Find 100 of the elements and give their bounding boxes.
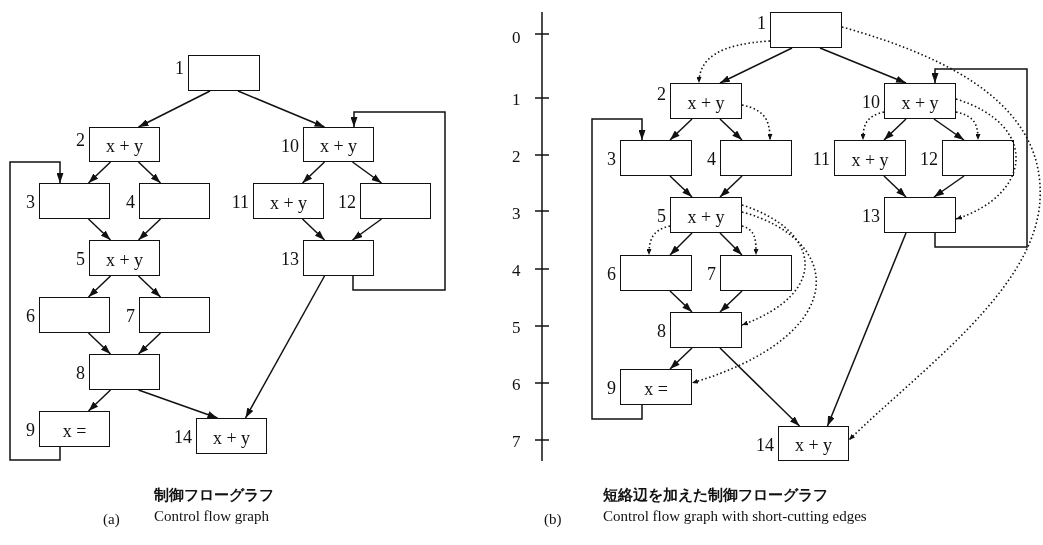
node-number: 7	[126, 306, 135, 326]
node-number: 9	[26, 420, 35, 440]
arrow	[669, 175, 693, 198]
panel-label: (a)	[103, 511, 120, 528]
arrow	[351, 161, 383, 184]
expression-text: x + y	[212, 427, 251, 449]
expression-text: x + y	[687, 206, 725, 228]
arrow	[301, 218, 326, 241]
node-number: 3	[26, 192, 35, 212]
node-number: 11	[812, 149, 830, 169]
arrow	[719, 347, 801, 427]
expression-text: x + y	[794, 435, 833, 456]
axis-label: 7	[512, 432, 521, 452]
axis-label: 3	[512, 204, 521, 224]
expression-text: x + y	[319, 136, 358, 157]
arrow	[826, 232, 907, 427]
arrow	[719, 175, 743, 198]
dotted-arrow	[741, 225, 759, 256]
arrow	[87, 389, 112, 412]
caption-japanese: 制御フローグラフ	[154, 486, 274, 505]
node-number: 11	[231, 192, 249, 212]
dotted-arrow	[955, 111, 981, 141]
dotted-arrow	[860, 111, 885, 141]
arrow	[87, 161, 112, 184]
node-number: 14	[174, 427, 192, 447]
arrow	[883, 175, 907, 198]
node-number: 5	[657, 206, 666, 226]
expression-text: x + y	[105, 136, 144, 157]
node-number: 2	[657, 84, 666, 104]
dotted-arrow	[741, 104, 773, 141]
axis-label: 0	[512, 28, 521, 48]
expression-text: x + y	[687, 92, 725, 114]
arrow	[591, 118, 646, 420]
node-number: 8	[76, 363, 85, 383]
arrow	[301, 161, 326, 184]
caption-english: Control flow graph	[154, 508, 269, 525]
node-number: 6	[26, 306, 35, 326]
arrow	[237, 90, 326, 128]
node-number: 9	[607, 378, 616, 398]
dotted-arrow	[741, 204, 806, 326]
arrow	[9, 161, 64, 461]
arrow	[137, 90, 211, 128]
node-number: 5	[76, 249, 85, 269]
arrow	[669, 118, 693, 141]
node-number: 7	[707, 264, 716, 284]
arrow	[931, 68, 1028, 248]
node-number: 13	[862, 206, 880, 226]
node-number: 4	[126, 192, 135, 212]
dotted-arrow	[955, 98, 1017, 220]
dotted-arrow	[691, 211, 817, 384]
dotted-arrow	[696, 40, 771, 84]
arrow	[87, 218, 112, 241]
axis-label: 6	[512, 375, 521, 395]
expression-text: x =	[62, 420, 87, 442]
dotted-arrow	[841, 26, 1041, 441]
node-number: 8	[657, 321, 666, 341]
arrow	[137, 218, 162, 241]
expression-text: x + y	[269, 192, 308, 214]
arrow	[137, 275, 162, 298]
arrow	[883, 118, 907, 141]
arrow	[137, 389, 219, 419]
arrow	[137, 332, 162, 355]
node-number: 14	[756, 434, 774, 455]
expression-text: x + y	[901, 92, 939, 114]
arrow	[669, 347, 693, 370]
arrow	[669, 290, 693, 313]
axis-label: 1	[512, 90, 521, 110]
dotted-arrow	[646, 225, 671, 256]
expression-text: x + y	[851, 149, 889, 171]
arrow	[719, 118, 743, 141]
arrow	[719, 232, 743, 256]
node-number: 2	[76, 129, 85, 150]
expression-text: x =	[644, 378, 668, 400]
axis-label: 4	[512, 261, 521, 281]
arrow	[719, 47, 793, 84]
arrow	[933, 118, 965, 141]
arrow	[719, 290, 743, 313]
arrow	[351, 218, 383, 241]
arrow	[819, 47, 907, 84]
arrow	[350, 111, 446, 291]
node-number: 6	[607, 264, 616, 284]
expression-text: x + y	[105, 249, 144, 271]
node-number: 12	[338, 192, 356, 212]
caption-english: Control flow graph with short-cutting edges	[603, 508, 867, 525]
panel-label: (b)	[544, 511, 562, 528]
node-number: 13	[281, 249, 299, 269]
caption-japanese: 短絡辺を加えた制御フローグラフ	[603, 486, 828, 505]
arrow	[669, 232, 693, 256]
arrow	[244, 275, 326, 419]
arrow	[933, 175, 965, 198]
node-number: 10	[281, 135, 299, 156]
axis-label: 2	[512, 147, 521, 167]
arrow	[137, 161, 162, 184]
axis-label: 5	[512, 318, 521, 338]
node-number: 3	[607, 149, 616, 169]
arrow	[87, 332, 112, 355]
node-number: 1	[757, 13, 766, 33]
node-number: 10	[862, 92, 880, 112]
node-number: 1	[175, 58, 184, 78]
node-number: 4	[707, 149, 716, 169]
